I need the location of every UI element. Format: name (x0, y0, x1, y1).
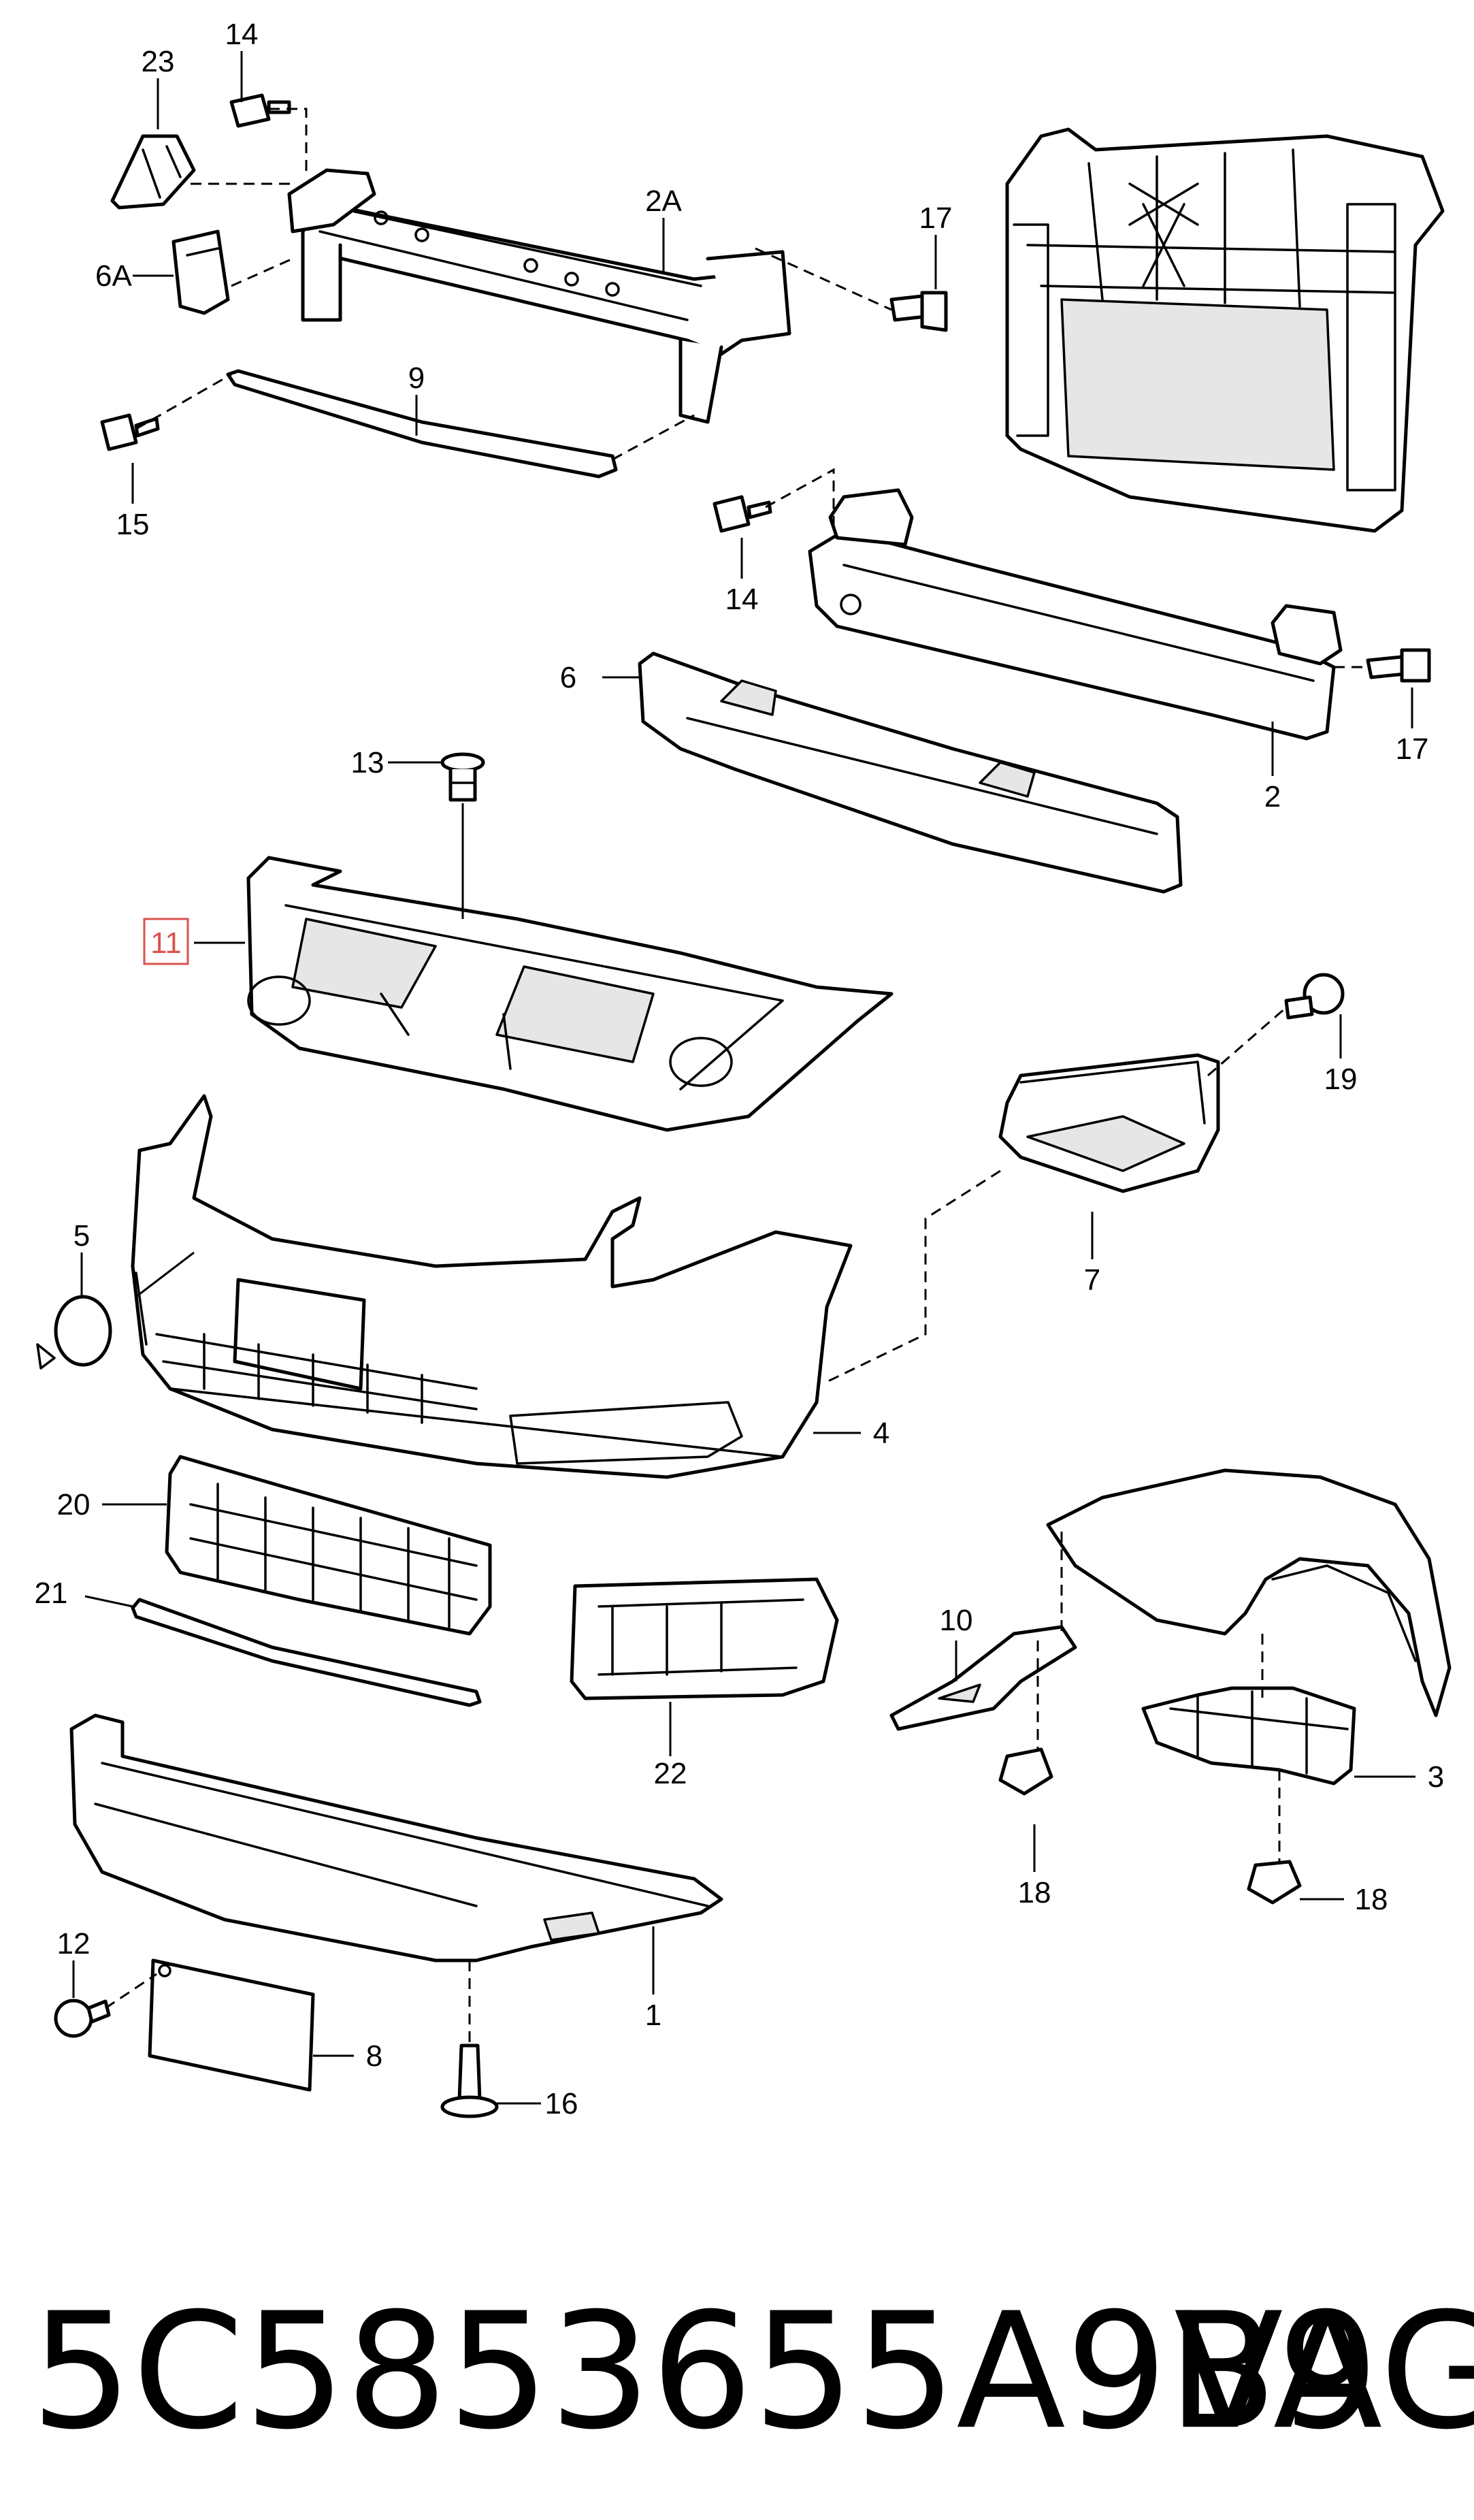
part-1-spoiler (69, 1713, 723, 1962)
label-11-highlight-box (143, 918, 189, 965)
part-17-bolt-top (889, 291, 948, 332)
part-4-bumper-cover (131, 1094, 853, 1479)
label-4: 4 (873, 1417, 889, 1450)
part-21-strip (131, 1598, 482, 1707)
label-18-right: 18 (1355, 1883, 1388, 1916)
label-17-top: 17 (919, 201, 953, 235)
leader-lines (72, 51, 1415, 2105)
label-14-mid: 14 (725, 583, 759, 616)
part-12-nut (54, 1999, 111, 2038)
label-3: 3 (1428, 1760, 1444, 1794)
label-2: 2 (1264, 780, 1281, 813)
label-20: 20 (57, 1488, 91, 1521)
label-18-left: 18 (1018, 1876, 1051, 1909)
part-2-bumper-bar (808, 488, 1343, 741)
label-13: 13 (351, 746, 384, 779)
part-9-strip (226, 369, 618, 479)
label-19: 19 (1324, 1063, 1358, 1096)
label-2a: 2A (645, 184, 682, 218)
part-17-bolt-right (1366, 648, 1431, 683)
part-23-bracket (110, 134, 196, 210)
label-5: 5 (73, 1219, 90, 1253)
part-15-bolt (100, 413, 160, 451)
part-11-cover (246, 856, 894, 1132)
caption-brand: VAG (1174, 2279, 1474, 2465)
caption-part-number: 5C5853655A9B9 (31, 2279, 1379, 2465)
label-7: 7 (1084, 1263, 1100, 1297)
part-3-bracket (1141, 1686, 1356, 1786)
part-20-grille (165, 1455, 492, 1636)
label-10: 10 (940, 1604, 973, 1637)
part-13-clip (440, 752, 485, 802)
label-22: 22 (654, 1757, 687, 1790)
label-21: 21 (35, 1577, 68, 1610)
caption: 5C5853655A9B9 VAG (31, 2279, 1474, 2465)
part-5-cap (36, 1295, 112, 1370)
label-11: 11 (150, 926, 182, 960)
front-end-carrier (1005, 127, 1445, 533)
part-6-absorber (638, 651, 1183, 894)
part-10-bracket (889, 1625, 1077, 1731)
dashed-assembly-lines (105, 108, 1368, 2042)
part-14-bolt-top (229, 93, 291, 128)
part-19-bolt (1284, 973, 1345, 1020)
label-17-right: 17 (1396, 732, 1429, 766)
part-22-fog-trim (570, 1577, 839, 1700)
part-7-bracket (998, 1053, 1220, 1193)
label-16: 16 (545, 2087, 578, 2120)
label-8: 8 (366, 2039, 382, 2073)
fender (1046, 1468, 1452, 1717)
callout-labels: 23 14 6A 2A 17 9 15 14 6 2 17 13 11 19 5… (35, 18, 1445, 2120)
label-6: 6 (560, 661, 576, 694)
label-6a: 6A (95, 259, 132, 293)
part-16-clip (440, 2044, 499, 2118)
part-18-nut-right (1247, 1860, 1302, 1905)
part-2a-crossmember (287, 168, 791, 424)
part-18-nut-left (998, 1747, 1053, 1796)
label-12: 12 (57, 1927, 91, 1960)
part-14-bolt-mid (713, 495, 772, 533)
part-6a-clip (171, 229, 230, 315)
label-23: 23 (142, 45, 175, 78)
label-14-top: 14 (225, 18, 259, 51)
part-8-plate (148, 1958, 315, 2092)
label-1: 1 (645, 1999, 661, 2032)
label-9: 9 (408, 361, 425, 395)
label-15: 15 (116, 508, 150, 541)
